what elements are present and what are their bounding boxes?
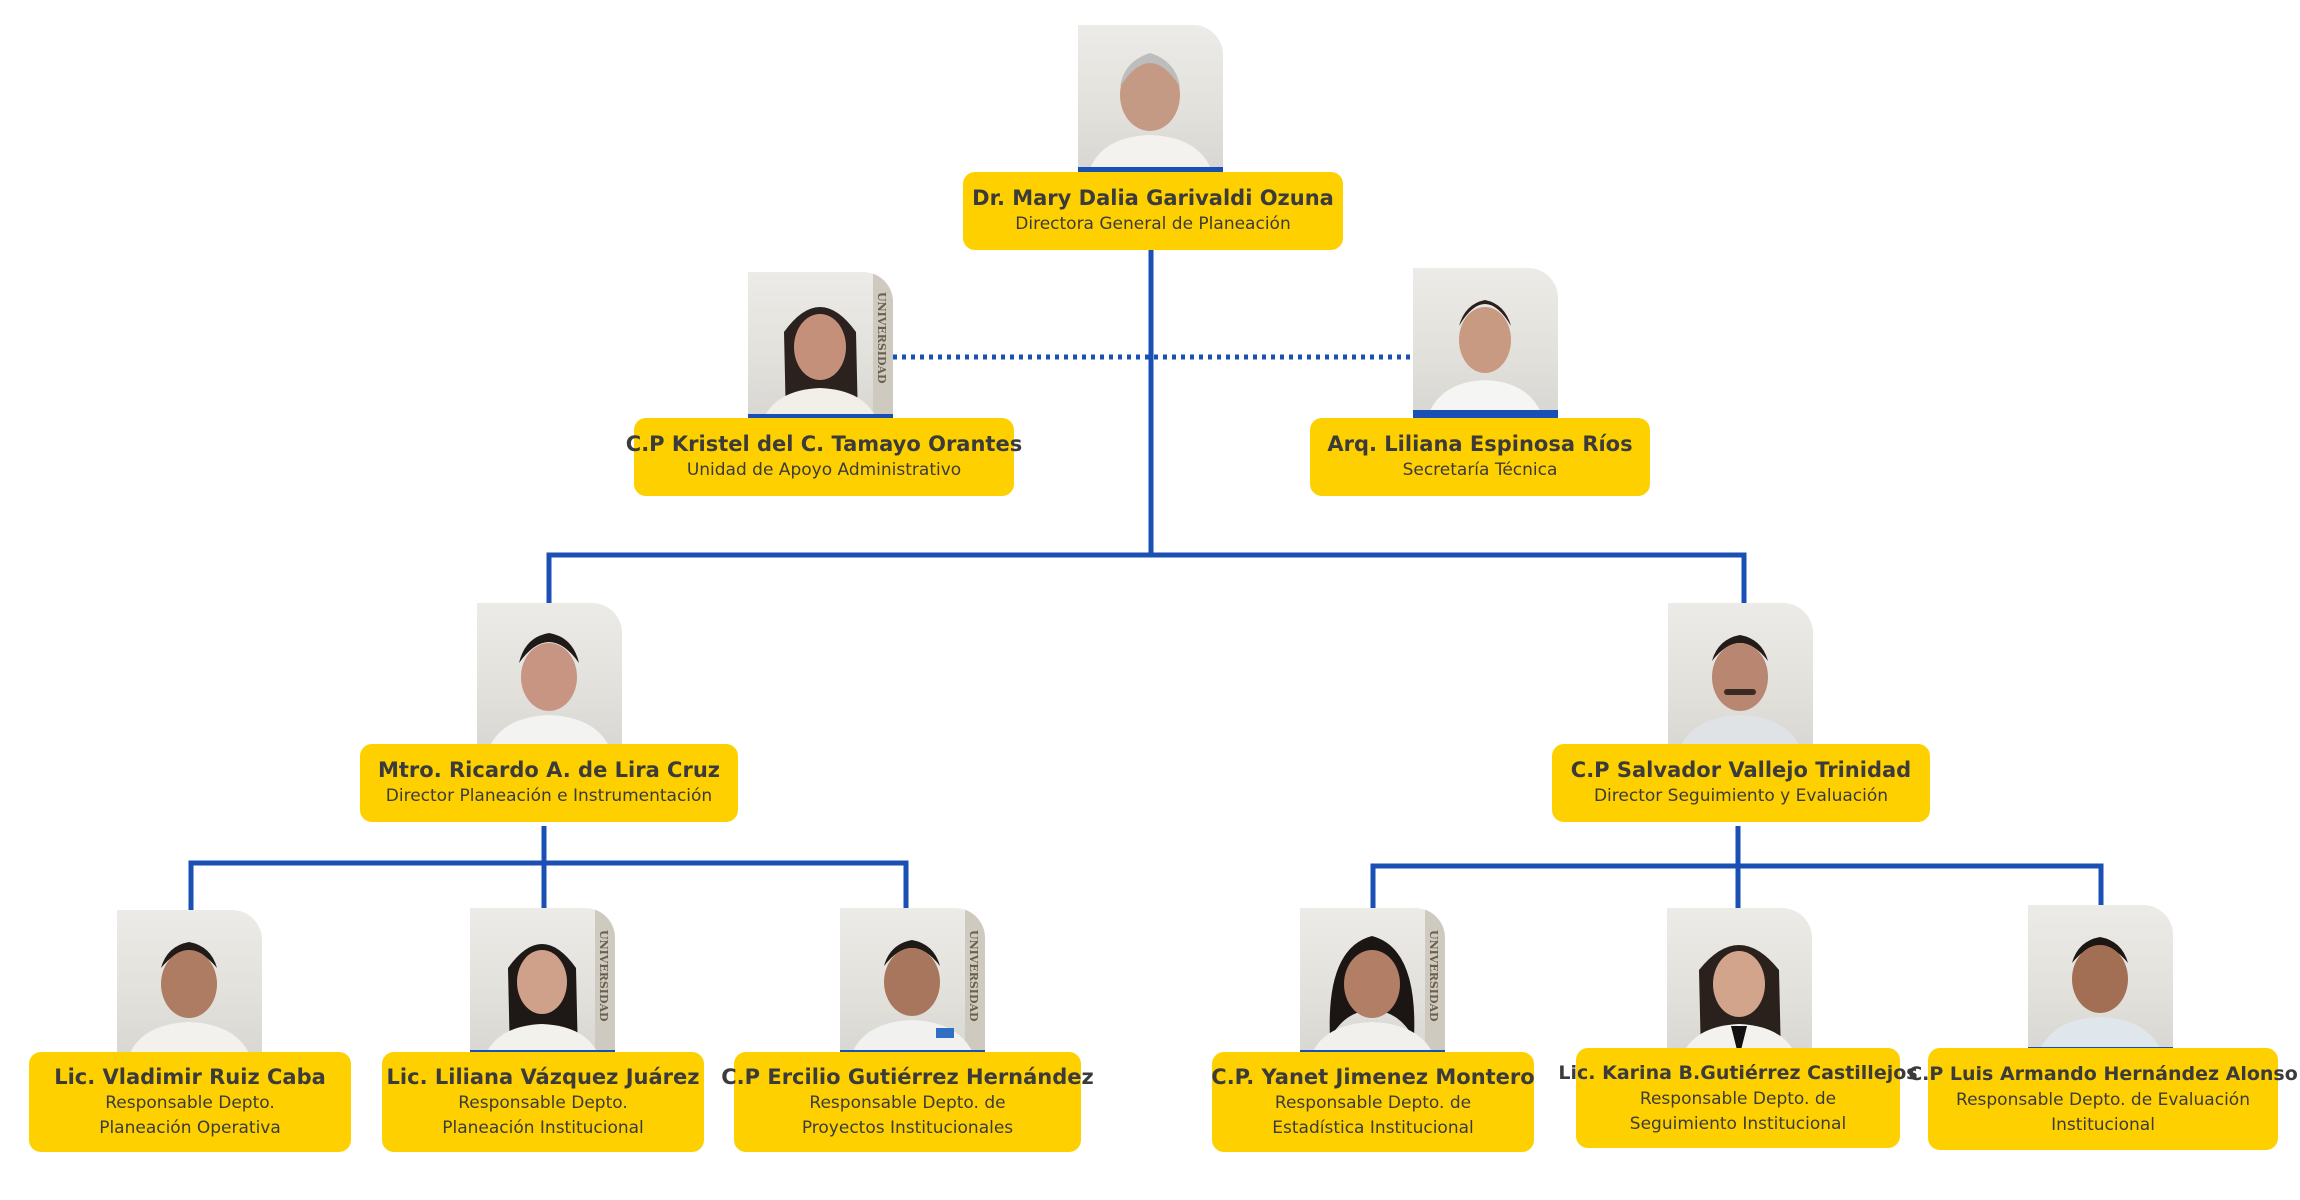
director-name: Dr. Mary Dalia Garivaldi Ozuna: [972, 186, 1334, 210]
staff-role-line2: Seguimiento Institucional: [1629, 1113, 1847, 1134]
staff-photo: [2028, 905, 2173, 1055]
evaluation-role: Director Seguimiento y Evaluación: [1593, 786, 1889, 806]
staff-role-line2: Institucional: [2051, 1114, 2155, 1135]
admin-photo: UNIVERSIDAD: [748, 272, 893, 422]
planning-branch: [188, 860, 909, 910]
secretary-name: Arq. Liliana Espinosa Ríos: [1327, 432, 1633, 456]
staff-role-line1: Responsable Depto. de: [1639, 1088, 1837, 1109]
staff-name: C.P Ercilio Gutiérrez Hernández: [721, 1064, 1094, 1089]
staff-name: Lic. Vladimir Ruiz Caba: [54, 1064, 326, 1089]
secretary-photo: [1413, 268, 1558, 418]
staff-card: Lic. Liliana Vázquez Juárez Responsable …: [382, 1052, 704, 1152]
secretary-card: Arq. Liliana Espinosa Ríos Secretaría Té…: [1310, 418, 1650, 496]
admin-role: Unidad de Apoyo Administrativo: [686, 460, 962, 480]
staff-role-line1: Responsable Depto. de: [809, 1092, 1006, 1113]
staff-card: Lic. Vladimir Ruiz Caba Responsable Dept…: [29, 1052, 351, 1152]
staff-photo: [117, 910, 262, 1060]
staff-name: C.P Luis Armando Hernández Alonso: [1908, 1062, 2298, 1085]
planning-role: Director Planeación e Instrumentación: [385, 786, 713, 806]
staff-photo-text: UNIVERSIDAD: [967, 930, 980, 1022]
staff-photo-text: UNIVERSIDAD: [1427, 930, 1440, 1022]
staff-role-line2: Estadística Institucional: [1272, 1117, 1474, 1138]
planning-name: Mtro. Ricardo A. de Lira Cruz: [378, 758, 720, 782]
staff-photo: UNIVERSIDAD: [840, 908, 985, 1058]
staff-card: C.P. Yanet Jimenez Montero Responsable D…: [1211, 1052, 1535, 1152]
admin-card: C.P Kristel del C. Tamayo Orantes Unidad…: [626, 418, 1022, 496]
staff-role-line2: Proyectos Institucionales: [801, 1117, 1014, 1138]
staff-role-line1: Responsable Depto.: [105, 1092, 275, 1113]
director-card: Dr. Mary Dalia Garivaldi Ozuna Directora…: [963, 172, 1343, 250]
staff-name: Lic. Karina B.Gutiérrez Castillejos: [1558, 1061, 1918, 1084]
evaluation-photo: [1668, 603, 1813, 753]
secretary-role: Secretaría Técnica: [1402, 460, 1558, 480]
staff-role-line2: Planeación Operativa: [99, 1117, 281, 1138]
staff-card: C.P Luis Armando Hernández Alonso Respon…: [1908, 1048, 2298, 1150]
staff-card: Lic. Karina B.Gutiérrez Castillejos Resp…: [1558, 1048, 1918, 1148]
evaluation-card: C.P Salvador Vallejo Trinidad Director S…: [1552, 744, 1930, 822]
staff-photo: UNIVERSIDAD: [1300, 908, 1445, 1058]
planning-card: Mtro. Ricardo A. de Lira Cruz Director P…: [360, 744, 738, 822]
staff-photo: [1667, 908, 1812, 1058]
staff-name: Lic. Liliana Vázquez Juárez: [386, 1064, 700, 1089]
planning-photo: [477, 603, 622, 753]
staff-role-line1: Responsable Depto. de: [1274, 1092, 1472, 1113]
admin-photo-text: UNIVERSIDAD: [875, 292, 888, 384]
staff-role-line2: Planeación Institucional: [442, 1117, 644, 1138]
staff-card: C.P Ercilio Gutiérrez Hernández Responsa…: [721, 1052, 1094, 1152]
director-photo: [1078, 25, 1223, 175]
staff-photo: UNIVERSIDAD: [470, 908, 615, 1058]
evaluation-name: C.P Salvador Vallejo Trinidad: [1570, 758, 1912, 782]
director-role: Directora General de Planeación: [1015, 214, 1291, 234]
staff-name: C.P. Yanet Jimenez Montero: [1211, 1064, 1535, 1089]
staff-role-line1: Responsable Depto. de Evaluación: [1956, 1089, 2250, 1110]
staff-photo-text: UNIVERSIDAD: [597, 930, 610, 1022]
admin-name: C.P Kristel del C. Tamayo Orantes: [625, 432, 1023, 456]
level2-connector: [546, 552, 1747, 615]
staff-role-line1: Responsable Depto.: [458, 1092, 628, 1113]
